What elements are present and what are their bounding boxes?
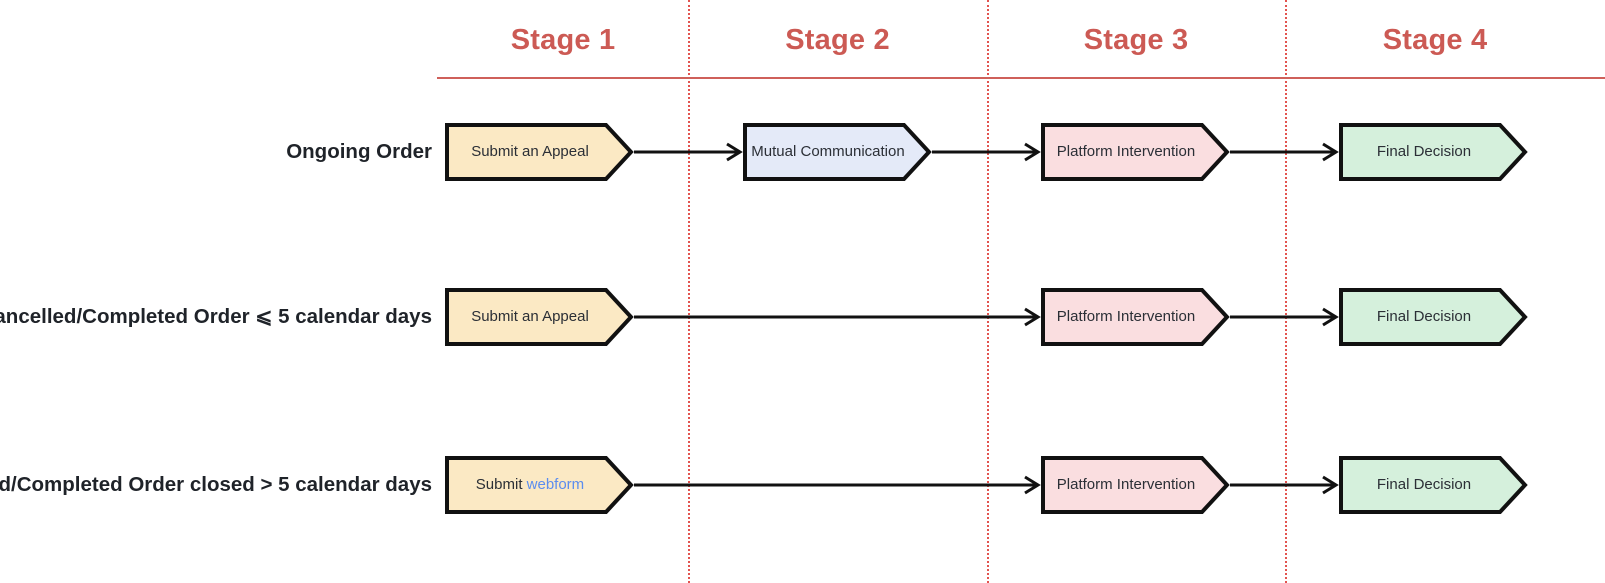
connector-row3-s1-s3 bbox=[634, 474, 1042, 496]
stage-divider-1-2 bbox=[688, 0, 690, 583]
row-label-cancelled-gt-5-days: Cancelled/Completed Order closed > 5 cal… bbox=[0, 473, 432, 496]
node-final-decision-row2[interactable]: Final Decision bbox=[1338, 287, 1528, 347]
chevron-shape bbox=[1338, 455, 1528, 515]
row-label-cancelled-le-5-days: Cancelled/Completed Order ⩽ 5 calendar d… bbox=[0, 305, 432, 328]
chevron-shape bbox=[742, 122, 932, 182]
chevron-shape bbox=[444, 122, 634, 182]
node-platform-intervention-row3[interactable]: Platform Intervention bbox=[1040, 455, 1230, 515]
connector-row2-s3-s4 bbox=[1230, 306, 1340, 328]
row-label-ongoing-order: Ongoing Order bbox=[286, 140, 432, 163]
stage-header-rule bbox=[437, 77, 1605, 79]
stage-header-3: Stage 3 bbox=[1083, 24, 1189, 56]
chevron-shape bbox=[444, 455, 634, 515]
connector-row3-s3-s4 bbox=[1230, 474, 1340, 496]
stage-header-4: Stage 4 bbox=[1382, 24, 1488, 56]
chevron-shape bbox=[444, 287, 634, 347]
node-final-decision-row1[interactable]: Final Decision bbox=[1338, 122, 1528, 182]
stage-divider-2-3 bbox=[987, 0, 989, 583]
node-platform-intervention-row1[interactable]: Platform Intervention bbox=[1040, 122, 1230, 182]
node-mutual-communication-row1[interactable]: Mutual Communication bbox=[742, 122, 932, 182]
node-submit-an-appeal-row2[interactable]: Submit an Appeal bbox=[444, 287, 634, 347]
chevron-shape bbox=[1338, 122, 1528, 182]
connector-row1-s1-s2 bbox=[634, 141, 744, 163]
chevron-shape bbox=[1040, 455, 1230, 515]
connector-row2-s1-s3 bbox=[634, 306, 1042, 328]
node-final-decision-row3[interactable]: Final Decision bbox=[1338, 455, 1528, 515]
chevron-shape bbox=[1040, 122, 1230, 182]
stage-header-2: Stage 2 bbox=[785, 24, 890, 56]
node-submit-an-appeal-row1[interactable]: Submit an Appeal bbox=[444, 122, 634, 182]
chevron-shape bbox=[1338, 287, 1528, 347]
connector-row1-s3-s4 bbox=[1230, 141, 1340, 163]
node-submit-webform-row3[interactable]: Submit webform bbox=[444, 455, 634, 515]
node-platform-intervention-row2[interactable]: Platform Intervention bbox=[1040, 287, 1230, 347]
stage-header-1: Stage 1 bbox=[510, 24, 616, 56]
connector-row1-s2-s3 bbox=[932, 141, 1042, 163]
chevron-shape bbox=[1040, 287, 1230, 347]
stage-divider-3-4 bbox=[1285, 0, 1287, 583]
